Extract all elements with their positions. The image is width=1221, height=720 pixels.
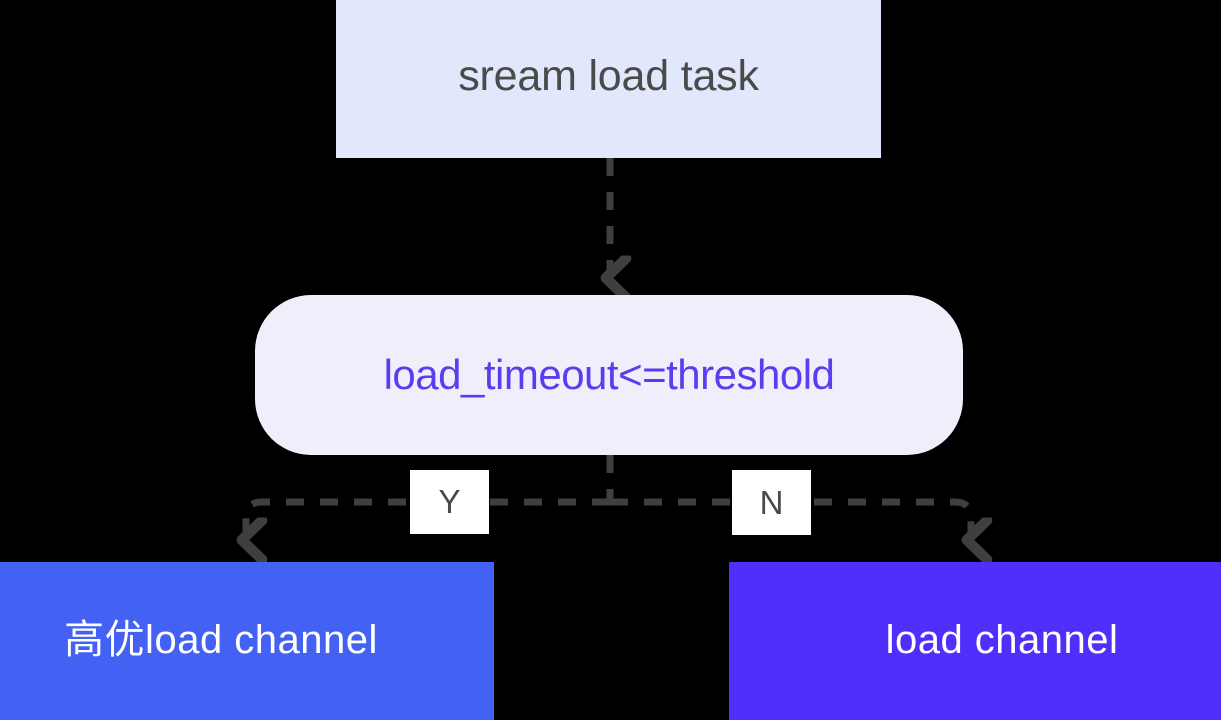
node-load-channel-label: load channel [885,618,1119,662]
node-load-channel[interactable]: load channel [729,562,1221,720]
node-decision-label: load_timeout<=threshold [383,350,835,398]
edge-label-no-text: N [759,483,784,521]
node-high-priority-load-channel[interactable]: 高优load channel [0,562,494,720]
node-start-stream-load-task[interactable]: sream load task [336,0,881,158]
node-high-priority-load-channel-label: 高优load channel [64,618,378,662]
edge-label-no: N [732,470,811,535]
node-start-label: sream load task [458,52,759,101]
node-decision-load-timeout[interactable]: load_timeout<=threshold [255,295,963,455]
edge-label-yes: Y [410,470,489,534]
edge-label-yes-text: Y [438,483,461,520]
